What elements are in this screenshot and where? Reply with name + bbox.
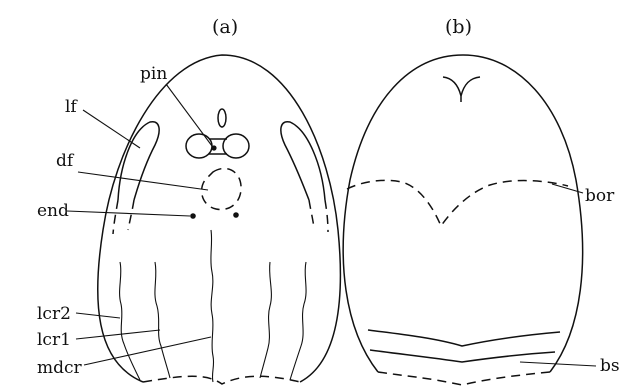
panel-a-caption: (a) (212, 16, 238, 38)
lateral-crest-2-right (290, 262, 306, 380)
leader-bs (520, 362, 596, 366)
label-df: df (56, 151, 75, 171)
pineal-dot (211, 145, 216, 150)
bottom-edge-dashed-a (143, 376, 300, 384)
leader-lcr1 (76, 330, 160, 339)
bottom-edge-dashed-b (378, 372, 550, 385)
lateral-crest-2-left (120, 262, 140, 380)
label-end: end (37, 201, 69, 221)
leader-lf (83, 110, 140, 148)
label-mdcr: mdcr (37, 358, 83, 378)
leader-pin (166, 84, 212, 146)
median-dorsal-crest (211, 230, 214, 382)
endolymphatic-opening-right (233, 212, 239, 218)
leader-df (78, 172, 208, 190)
pineal-foramen (218, 109, 226, 127)
endolymphatic-opening-left (190, 213, 196, 219)
lateral-field-right (281, 122, 325, 200)
orbit-left (186, 134, 212, 158)
dorsal-field-dashed (202, 168, 241, 209)
lateral-field-right-dashed (309, 200, 328, 232)
lateral-crest-1-left (155, 262, 170, 378)
rostral-mark (443, 77, 480, 96)
leader-end (67, 211, 190, 216)
lateral-field-left-dashed (113, 200, 134, 234)
label-bor: bor (585, 186, 615, 206)
ventral-line-lower (370, 350, 555, 362)
panel-b-caption: (b) (445, 16, 472, 38)
label-pin: pin (140, 64, 167, 84)
shield-outline-b (343, 55, 582, 372)
lateral-crest-1-right (260, 262, 271, 378)
label-lf: lf (65, 97, 78, 117)
label-bs: bs (600, 356, 620, 376)
border-dashed (347, 180, 568, 226)
leader-mdcr (84, 337, 211, 365)
panel-b: (b) bor bs (343, 16, 619, 385)
leader-lcr2 (76, 313, 120, 318)
ventral-line-upper (368, 330, 560, 346)
lateral-field-left (118, 122, 159, 200)
label-lcr1: lcr1 (37, 330, 71, 350)
panel-a: (a) pin lf df (37, 16, 340, 384)
label-lcr2: lcr2 (37, 304, 71, 324)
